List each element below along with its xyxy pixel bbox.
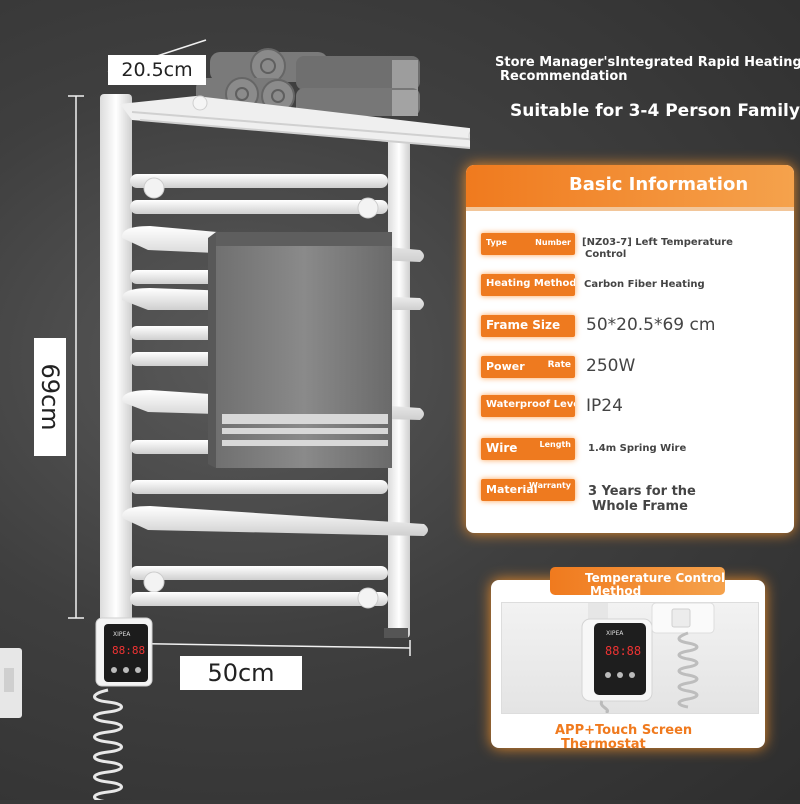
temperature-control-tab: Temperature Control Method [550,567,726,598]
spec-label-material: Material Warranty [481,479,575,501]
svg-text:88:88: 88:88 [112,644,145,657]
basic-info-divider [466,207,794,211]
basic-info-header: Basic Information [466,165,794,207]
spec-label-wire: Wire Length [481,438,575,460]
svg-text:XIPEA: XIPEA [113,631,131,638]
dimension-height-label: 69cm [36,363,64,431]
product-illustration: XIPEA 88:88 20.5cm 69cm 50cm [0,39,488,804]
spec-value-waterproof: IP24 [586,396,623,416]
spring-cord-icon [93,688,123,804]
spec-value-type: [NZ03-7] Left Temperature [582,237,733,248]
spec-value-frame-size: 50*20.5*69 cm [586,315,716,335]
thermostat-icon: XIPEA 88:88 [95,617,153,687]
spec-value-type-2: Control [585,249,627,260]
temperature-control-title: Temperature Control [585,571,726,585]
spec-label-waterproof: Waterproof Level [481,395,575,417]
temperature-caption-line-1: APP+Touch Screen [555,723,693,738]
spec-label-power: Power Rate [481,356,575,378]
spec-label-type: Type Number [481,233,575,255]
thermostat-photo: XIPEA 88:88 [501,602,759,714]
header-line-2: Recommendation [500,69,628,84]
spec-label-heating-method: Heating Method [481,274,575,296]
header-subtitle: Suitable for 3-4 Person Family [510,101,800,121]
dimension-width-label: 50cm [180,656,302,690]
basic-info-card: Basic Information Type Number [NZ03-7] L… [466,165,794,533]
spec-label-frame-size: Frame Size [481,315,575,337]
spec-value-material-2: Whole Frame [592,499,688,514]
temperature-control-title-2: Method [590,584,642,598]
dimension-depth-label: 20.5cm [108,55,206,85]
hanging-towel [208,232,392,468]
temperature-caption-line-2: Thermostat [561,737,646,752]
svg-text:88:88: 88:88 [605,644,641,658]
dimension-height-box: 69cm [34,338,66,456]
svg-text:XIPEA: XIPEA [606,630,624,637]
spec-value-material: 3 Years for the [588,484,696,499]
spec-value-heating-method: Carbon Fiber Heating [584,279,705,290]
wall-socket-icon [0,648,22,718]
folded-towels [196,48,420,116]
spec-value-power: 250W [586,356,636,376]
basic-info-title: Basic Information [569,174,749,195]
thermostat-closeup-icon: XIPEA 88:88 [581,603,715,713]
header-line-1: Store Manager'sIntegrated Rapid Heating [495,55,800,70]
spec-value-wire: 1.4m Spring Wire [588,443,687,454]
towel-rack-illustration: XIPEA 88:88 [68,39,488,804]
